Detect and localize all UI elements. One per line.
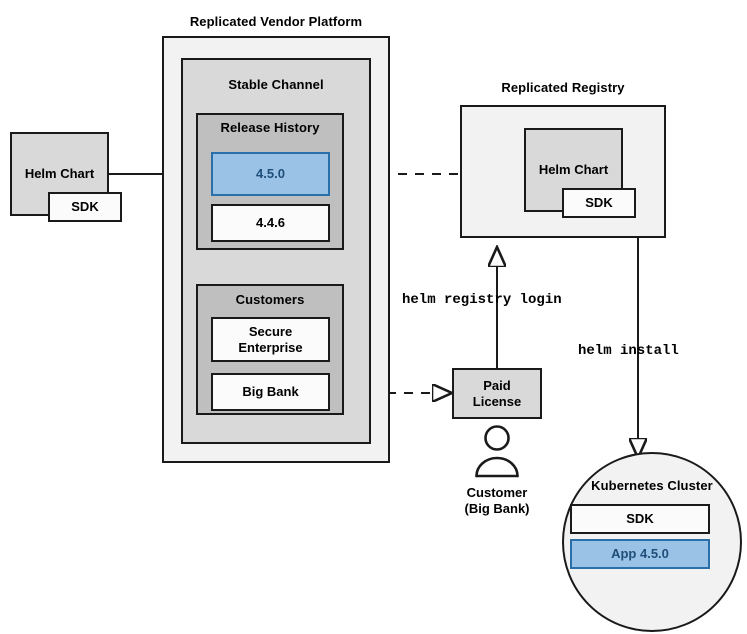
customer-actor-caption: Customer (Big Bank) [417,485,577,516]
registry-sdk-label: SDK [585,195,613,211]
kubernetes-cluster-title: Kubernetes Cluster [591,478,713,493]
registry-title: Replicated Registry [501,80,625,95]
release-history-label: Release History [220,120,320,135]
source-sdk-box: SDK [48,192,122,222]
customer-name-line1: Secure [248,324,293,340]
cluster-sdk-box: SDK [570,504,710,534]
customer-item-secure-enterprise[interactable]: Secure Enterprise [211,317,330,362]
helm-registry-login-label: helm registry login [402,292,562,308]
person-icon [475,425,519,478]
customer-name-line2: Enterprise [238,339,303,355]
paid-license-box: Paid License [452,368,542,419]
release-version-label: 4.4.6 [256,215,285,231]
customer-name-line1: Big Bank [242,384,299,400]
customer-actor-line2: (Big Bank) [464,500,530,516]
registry-helm-chart-label: Helm Chart [538,162,609,178]
release-version-label: 4.5.0 [256,166,285,182]
stable-channel-label: Stable Channel [228,77,324,92]
vendor-platform-title: Replicated Vendor Platform [189,14,363,29]
cluster-sdk-label: SDK [626,511,654,527]
cluster-app-box: App 4.5.0 [570,539,710,569]
customers-label: Customers [235,292,305,307]
customer-actor-line1: Customer [466,485,528,500]
release-item-4-5-0[interactable]: 4.5.0 [211,152,330,196]
source-sdk-label: SDK [71,199,99,215]
cluster-app-label: App 4.5.0 [611,546,669,562]
customer-item-big-bank[interactable]: Big Bank [211,373,330,411]
paid-license-line1: Paid [483,378,511,394]
customer-actor [470,424,524,480]
paid-license-line2: License [472,393,522,409]
registry-sdk-box: SDK [562,188,636,218]
helm-install-label: helm install [578,343,679,359]
release-item-4-4-6[interactable]: 4.4.6 [211,204,330,242]
source-helm-chart-label: Helm Chart [24,166,95,182]
